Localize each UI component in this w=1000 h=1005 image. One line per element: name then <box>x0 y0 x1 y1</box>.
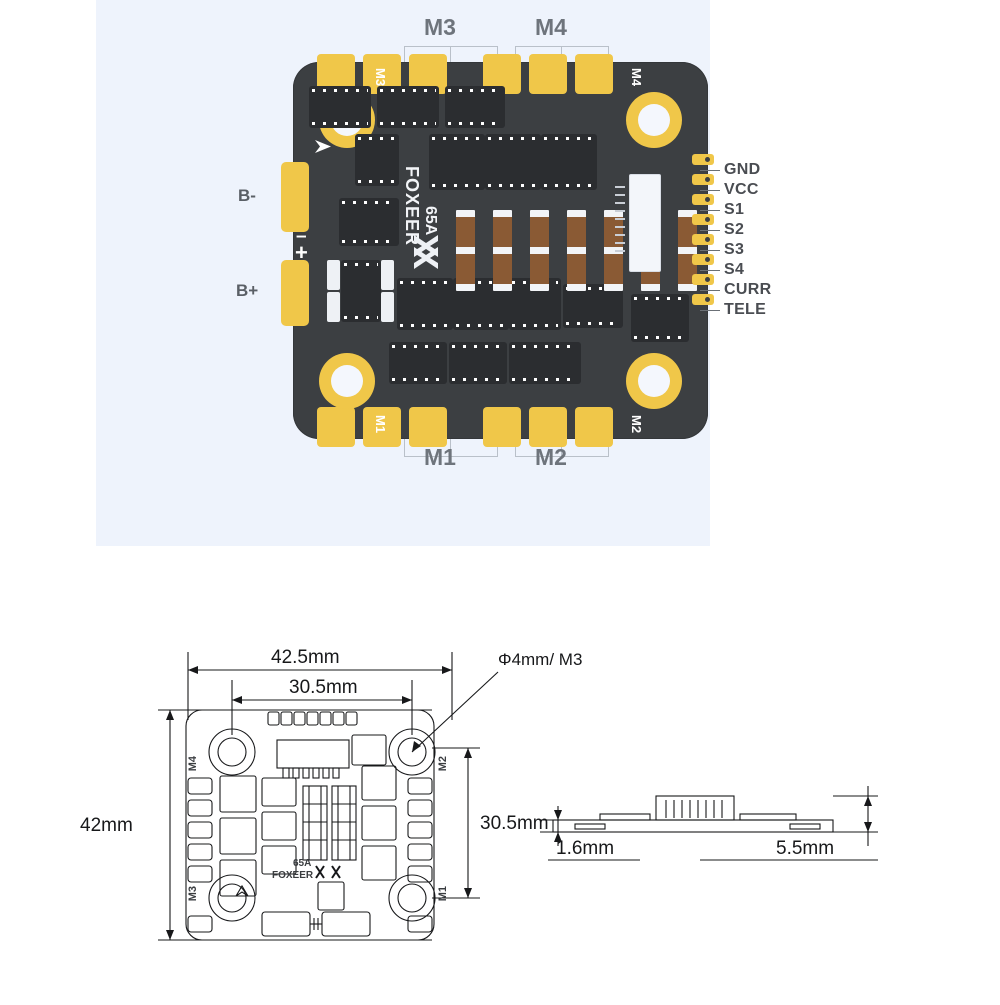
power-capacitor <box>567 247 586 291</box>
mosfet-chip <box>485 134 541 190</box>
mosfet-chip <box>449 342 507 384</box>
motor-callout-m2: M2 <box>535 444 567 470</box>
mosfet-chip <box>631 294 689 342</box>
dim-pcb-thickness: 1.6mm <box>556 838 615 859</box>
ceramic-capacitor <box>327 260 340 290</box>
motor-bracket-m3-divider <box>450 46 451 67</box>
pin-label-gnd: GND <box>724 161 761 178</box>
signal-pad-s1 <box>692 194 714 205</box>
motor-callout-m4: M4 <box>535 14 567 40</box>
pin-label-curr: CURR <box>724 281 772 298</box>
motor-pad-m4-c <box>575 54 613 94</box>
motor-pad-m1-c <box>409 407 447 447</box>
signal-pad-vcc <box>692 174 714 185</box>
signal-pad-s4 <box>692 254 714 265</box>
esc-board-render: M3 M4 M1 M2 – + FOXEER 65A <box>281 54 714 447</box>
motor-pad-m2-c <box>575 407 613 447</box>
dim-hole-spacing-vertical: 30.5mm <box>480 813 549 834</box>
direction-arrow-icon <box>315 140 331 153</box>
silk-label-m3: M3 <box>373 68 388 87</box>
drawing-label-m3: M3 <box>187 886 199 902</box>
pin-leader-gnd <box>700 170 720 171</box>
dim-total-height: 5.5mm <box>776 838 835 859</box>
dim-hole-spacing-horizontal: 30.5mm <box>283 677 364 699</box>
pin-leader-s3 <box>700 250 720 251</box>
dim-width: 42.5mm <box>265 647 346 669</box>
dim-height: 42mm <box>80 815 133 836</box>
drawing-label-m4: M4 <box>187 756 199 772</box>
pin-leader-s4 <box>700 270 720 271</box>
signal-pad-s3 <box>692 234 714 245</box>
motor-pad-m2-b <box>529 407 567 447</box>
mosfet-chip <box>355 134 399 186</box>
power-capacitor <box>530 247 549 291</box>
dim-hole-spec: Φ4mm/ M3 <box>498 650 583 669</box>
motor-pad-m1-b <box>363 407 401 447</box>
mosfet-chip <box>541 134 597 190</box>
pin-leader-vcc <box>700 190 720 191</box>
pin-leader-curr <box>700 290 720 291</box>
battery-label-positive: B+ <box>236 281 259 300</box>
pin-label-s1: S1 <box>724 201 745 218</box>
mosfet-chip <box>377 86 439 128</box>
signal-pad-s2 <box>692 214 714 225</box>
mosfet-chip <box>429 134 485 190</box>
pin-leader-tele <box>700 310 720 311</box>
mounting-hole-top-right <box>626 92 682 148</box>
silk-label-m4: M4 <box>629 68 644 87</box>
power-capacitor <box>456 247 475 291</box>
drawing-brand-text: FOXEER <box>272 870 314 881</box>
connector-pins <box>615 186 625 256</box>
mosfet-chip <box>445 86 505 128</box>
motor-callout-m3: M3 <box>424 14 456 40</box>
polarity-minus-mark: – <box>296 226 307 247</box>
mosfet-chip <box>509 342 581 384</box>
battery-pad-negative <box>281 162 309 232</box>
brand-text: FOXEER <box>402 166 422 247</box>
power-capacitor <box>604 247 623 291</box>
pin-label-s2: S2 <box>724 221 745 238</box>
battery-label-negative: B- <box>238 186 256 205</box>
motor-pad-m2-a <box>483 407 521 447</box>
motor-pad-m4-b <box>529 54 567 94</box>
dimension-drawing: 42.5mm 30.5mm 42mm 30.5mm Φ4mm/ M3 1.6mm… <box>0 600 1000 1000</box>
motor-pad-m1-a <box>317 407 355 447</box>
battery-pad-positive <box>281 260 309 326</box>
pin-leader-s1 <box>700 210 720 211</box>
mosfet-chip <box>339 198 399 246</box>
drawing-label-m1: M1 <box>437 886 449 902</box>
silk-label-m1: M1 <box>373 414 388 433</box>
ceramic-capacitor <box>381 292 394 322</box>
signal-pad-tele <box>692 294 714 305</box>
pin-leader-s2 <box>700 230 720 231</box>
signal-pad-curr <box>692 274 714 285</box>
jst-connector <box>629 174 661 272</box>
rating-text: 65A <box>422 206 439 236</box>
pin-label-s4: S4 <box>724 261 745 278</box>
motor-bracket-m1-divider <box>450 436 451 457</box>
mosfet-chip <box>563 284 623 328</box>
inductor-block <box>341 260 381 322</box>
drawing-rating-text: 65A <box>293 858 312 869</box>
signal-pad-gnd <box>692 154 714 165</box>
mounting-hole-bottom-left <box>319 353 375 409</box>
mosfet-chip <box>389 342 447 384</box>
pin-label-s3: S3 <box>724 241 745 258</box>
pin-label-vcc: VCC <box>724 181 759 198</box>
drawing-label-m2: M2 <box>437 756 449 772</box>
mounting-hole-bottom-right <box>626 353 682 409</box>
ceramic-capacitor <box>381 260 394 290</box>
pin-label-tele: TELE <box>724 301 767 318</box>
mosfet-chip <box>309 86 371 128</box>
mosfet-chip <box>397 278 453 330</box>
motor-callout-m1: M1 <box>424 444 456 470</box>
polarity-plus-mark: + <box>295 240 308 265</box>
silk-label-m2: M2 <box>629 414 644 433</box>
ceramic-capacitor <box>327 292 340 322</box>
power-capacitor <box>493 247 512 291</box>
foxeer-x-logo-icon <box>414 235 438 269</box>
